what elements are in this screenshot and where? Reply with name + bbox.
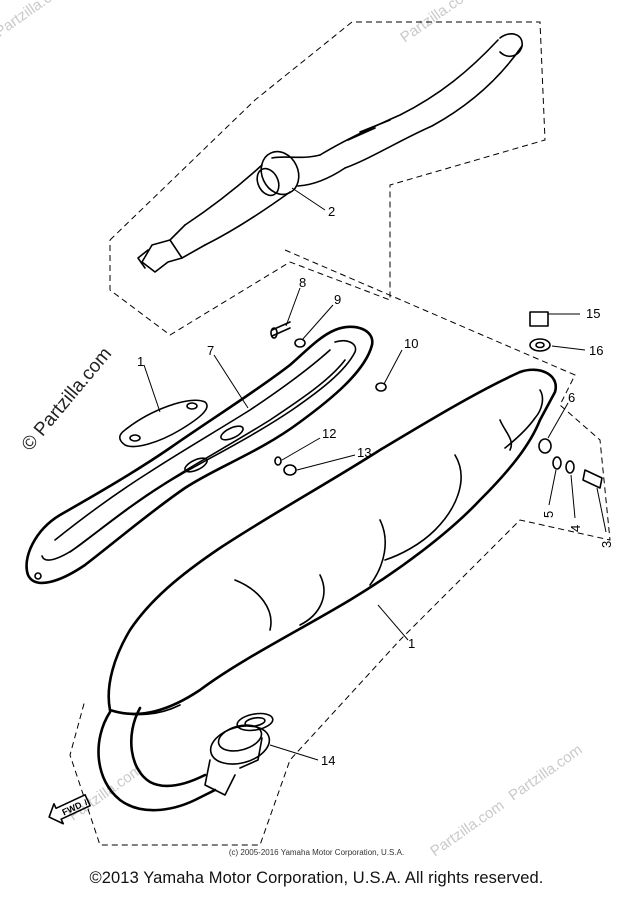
copyright-main: ©2013 Yamaha Motor Corporation, U.S.A. A… [89,869,544,887]
watermark-right: Partzilla.com [506,741,586,804]
watermark-top-right: Partzilla.com [397,0,477,46]
watermark-side: © Partzilla.com [18,344,116,456]
callout-14: 14 [321,753,335,768]
callout-3: 3 [599,541,614,548]
watermark-group: Partzilla.com Partzilla.com Partzilla.co… [0,0,586,860]
callout-4: 4 [568,525,583,532]
callout-9: 9 [334,292,341,307]
muffler-assembly-boundary [69,249,611,846]
callout-8: 8 [299,275,306,290]
callout-13: 13 [357,445,371,460]
callout-6: 6 [568,390,575,405]
watermark-top-left: Partzilla.com [0,0,72,41]
flange-part [97,706,274,812]
heat-guard-part [25,325,374,585]
pipe-assembly-boundary [109,21,546,336]
copyright-small: (c) 2005-2016 Yamaha Motor Corporation, … [228,848,405,857]
hardware-parts [270,311,603,489]
callout-1-muffler: 1 [408,636,415,651]
callout-7: 7 [207,343,214,358]
callout-5: 5 [541,511,556,518]
callout-16: 16 [589,343,603,358]
muffler-part [107,368,558,716]
callout-15: 15 [586,306,600,321]
callout-10: 10 [404,336,418,351]
callout-1-plate: 1 [137,354,144,369]
callout-2: 2 [328,204,335,219]
plate-part [118,399,208,448]
callout-12: 12 [322,426,336,441]
watermark-bottom-left: Partzilla.com [66,761,146,824]
callout-numbers: 2 8 9 10 7 1 12 13 15 16 6 5 4 3 1 14 [137,204,614,768]
exhaust-pipe-part [137,33,523,273]
leader-lines [143,187,607,761]
